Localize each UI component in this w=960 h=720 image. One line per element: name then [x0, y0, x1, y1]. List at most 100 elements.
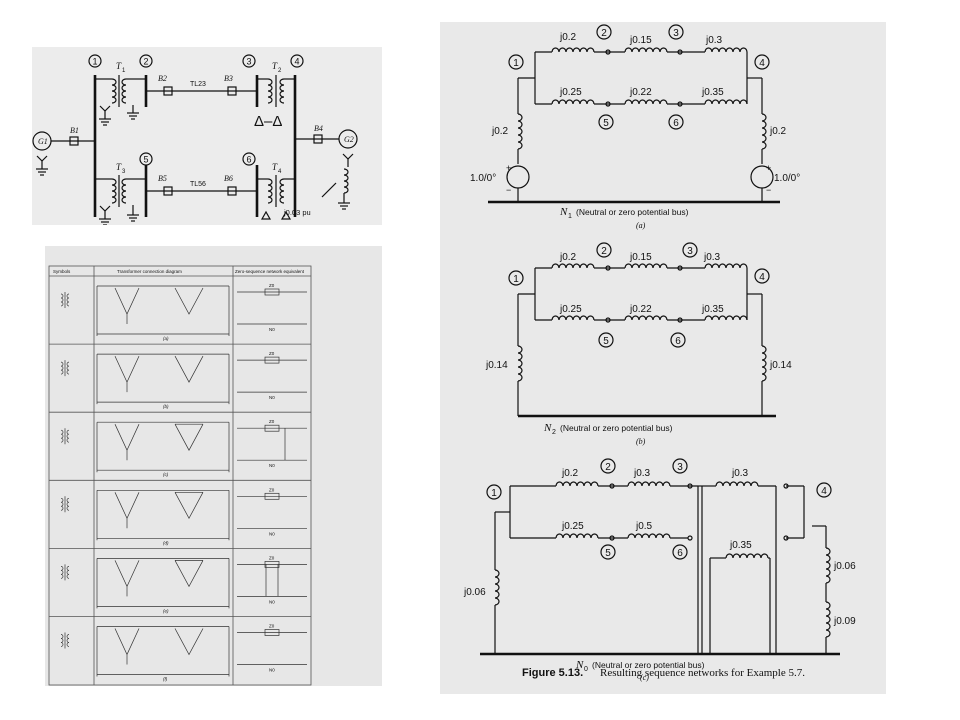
- n0-label: N0: [269, 327, 275, 332]
- table-rows: (a)Z0N0(b)Z0N0(c)Z0N0(d)Z0N0(e)Z0N0(f)Z0…: [49, 283, 311, 682]
- row-caption: (b): [163, 404, 169, 409]
- primary-winding-icon: [114, 560, 140, 597]
- svg-text:j0.3: j0.3: [703, 252, 721, 263]
- svg-text:j0.14: j0.14: [485, 360, 508, 371]
- svg-text:(Neutral or zero potential bus: (Neutral or zero potential bus): [576, 207, 689, 217]
- svg-text:j0.03 pu: j0.03 pu: [283, 208, 311, 217]
- svg-text:6: 6: [246, 155, 251, 165]
- svg-text:2: 2: [601, 246, 607, 257]
- n0-label: N0: [269, 395, 275, 400]
- svg-text:3: 3: [677, 462, 683, 473]
- svg-text:−: −: [506, 185, 511, 195]
- svg-text:1: 1: [513, 274, 519, 285]
- bus-number-3: 3: [242, 54, 256, 68]
- svg-text:2: 2: [143, 57, 148, 67]
- svg-text:j0.25: j0.25: [561, 521, 584, 532]
- transformer-connection-table: Symbols Transformer connection diagram Z…: [48, 265, 312, 686]
- row-caption: (e): [163, 608, 169, 613]
- secondary-winding-icon: [174, 560, 204, 588]
- svg-text:j0.35: j0.35: [701, 87, 724, 98]
- svg-text:j0.2: j0.2: [559, 32, 577, 43]
- svg-text:5: 5: [605, 548, 611, 559]
- svg-text:2: 2: [552, 429, 556, 436]
- svg-text:j0.35: j0.35: [729, 540, 752, 551]
- svg-text:j0.06: j0.06: [833, 561, 856, 572]
- primary-winding-icon: [114, 492, 140, 529]
- generator-g2: G2 B4 j0.03 pu: [283, 124, 358, 217]
- svg-text:T: T: [272, 162, 278, 172]
- svg-text:TL23: TL23: [190, 81, 206, 88]
- svg-text:1: 1: [92, 57, 97, 67]
- svg-text:2: 2: [601, 28, 607, 39]
- svg-text:6: 6: [677, 548, 683, 559]
- z0-label: Z0: [269, 283, 275, 288]
- svg-text:B6: B6: [224, 174, 233, 183]
- header-connection: Transformer connection diagram: [117, 269, 182, 274]
- table-border: [48, 265, 312, 686]
- header-zero-seq: Zero-sequence network equivalent: [235, 269, 305, 274]
- z0-label: Z0: [269, 555, 275, 560]
- svg-text:1.0/0°: 1.0/0°: [774, 173, 800, 184]
- svg-text:B3: B3: [224, 74, 233, 83]
- svg-text:1.0/0°: 1.0/0°: [470, 173, 496, 184]
- svg-text:(a): (a): [636, 221, 646, 230]
- figure-caption-number: Figure 5.13.: [522, 667, 583, 679]
- n0-label: N0: [269, 463, 275, 468]
- transformer-symbol-icon: [60, 632, 70, 649]
- svg-text:3: 3: [246, 57, 251, 67]
- svg-text:5: 5: [603, 336, 609, 347]
- svg-text:2: 2: [605, 462, 611, 473]
- transformer-symbol-icon: [60, 428, 70, 445]
- primary-winding-icon: [114, 355, 140, 393]
- transformer-symbol-icon: [60, 292, 70, 308]
- svg-text:(c): (c): [640, 673, 649, 682]
- svg-text:1: 1: [513, 58, 519, 69]
- sequence-networks: 1 2 3 4 5 6 j0.2 j0.15 j0.3 j0.25 j0.22 …: [463, 24, 856, 682]
- row-caption: (f): [163, 677, 168, 682]
- header-symbols: Symbols: [53, 269, 71, 274]
- breaker-b4: [313, 134, 323, 144]
- line-tl23: B2 B3 TL23: [146, 74, 257, 96]
- svg-text:4: 4: [278, 169, 282, 175]
- breaker-b6: [227, 186, 237, 196]
- svg-text:+: +: [766, 163, 771, 173]
- n0-label: N0: [269, 599, 275, 604]
- z0-label: Z0: [269, 487, 275, 492]
- svg-text:2: 2: [278, 68, 282, 74]
- svg-text:6: 6: [675, 336, 681, 347]
- breaker-b2: [163, 86, 173, 96]
- figure-caption-text: Resulting sequence networks for Example …: [600, 667, 805, 679]
- svg-text:j0.2: j0.2: [561, 468, 579, 479]
- svg-text:B5: B5: [158, 174, 167, 183]
- svg-text:j0.15: j0.15: [629, 252, 652, 263]
- line-tl56: B5 B6 TL56: [146, 174, 257, 196]
- svg-text:3: 3: [122, 169, 126, 175]
- svg-text:T: T: [116, 162, 122, 172]
- delta-delta-label: Δ–Δ: [254, 113, 282, 130]
- primary-winding-icon: [114, 287, 140, 324]
- svg-text:T: T: [116, 61, 122, 71]
- breaker-b3: [227, 86, 237, 96]
- svg-text:(b): (b): [636, 437, 646, 446]
- svg-text:j0.15: j0.15: [629, 35, 652, 46]
- svg-text:−: −: [766, 185, 771, 195]
- secondary-winding-icon: [174, 287, 204, 315]
- svg-text:j0.3: j0.3: [731, 468, 749, 479]
- svg-text:N: N: [543, 422, 552, 434]
- n0-label: N0: [269, 531, 275, 536]
- bus-number-4: 4: [290, 54, 304, 68]
- svg-text:TL56: TL56: [190, 181, 206, 188]
- secondary-winding-icon: [174, 355, 204, 383]
- svg-text:j0.14: j0.14: [769, 360, 792, 371]
- svg-text:6: 6: [673, 118, 679, 129]
- primary-winding-icon: [114, 628, 140, 665]
- svg-text:G2: G2: [344, 135, 354, 144]
- svg-text:G1: G1: [38, 137, 48, 146]
